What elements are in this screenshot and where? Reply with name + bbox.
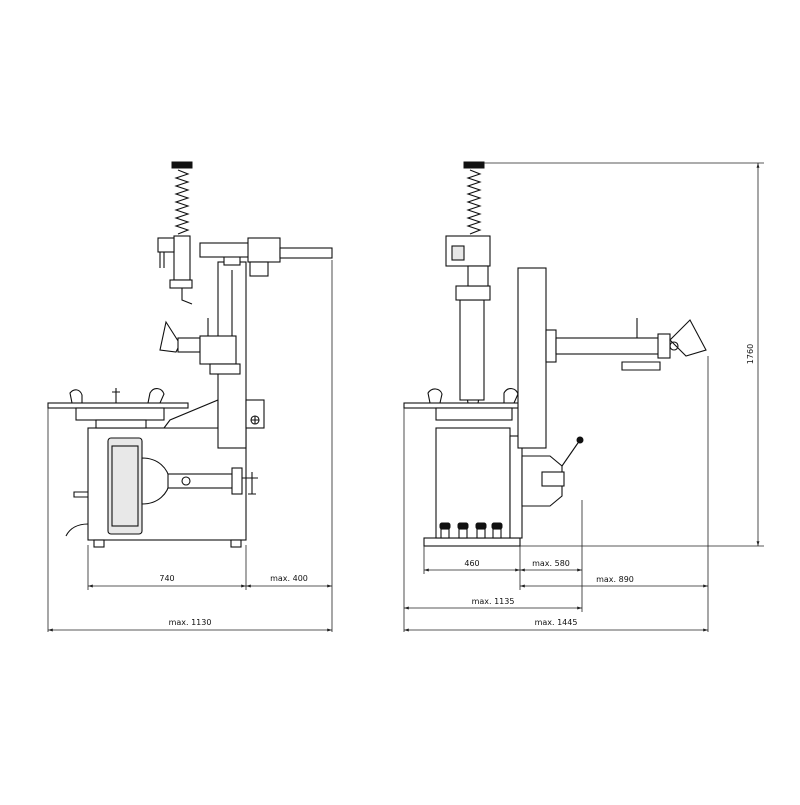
clamp-arm <box>167 473 235 489</box>
clamp-front-bar <box>541 471 565 487</box>
base-plate <box>423 537 521 547</box>
dim-740-label: 740 <box>159 574 174 583</box>
long-arm-head <box>657 333 671 359</box>
clamp-front-lever-knob <box>576 436 584 444</box>
head-extension <box>279 247 333 259</box>
bead-breaker-pad <box>669 319 707 357</box>
dim-max1135-label: max. 1135 <box>472 597 515 606</box>
jaw-left <box>69 389 83 404</box>
shaft-body <box>173 235 191 281</box>
clamp-arm-bolt <box>181 476 191 486</box>
dim-1760-label: 1760 <box>746 344 755 364</box>
left-view-machine <box>47 161 333 548</box>
dim-max580-label: max. 580 <box>532 559 570 568</box>
dim-max1445-label: max. 1445 <box>535 618 578 627</box>
shaft-front-spring <box>466 169 482 235</box>
turntable-hub <box>95 419 147 429</box>
jaw-front-right <box>503 388 519 404</box>
turntable-base <box>75 407 165 421</box>
dim-max1130-label: max. 1130 <box>169 618 212 627</box>
clamp-handle <box>242 472 258 495</box>
head-block <box>247 237 281 263</box>
left-view-dimensions: 740 max. 400 max. 1130 <box>47 260 333 632</box>
shaft-lever <box>159 252 165 268</box>
pedals <box>439 522 503 539</box>
right-view-dimensions: 460 max. 580 max. 890 max. 1135 max. 144… <box>403 162 764 632</box>
helper-pad <box>159 320 181 353</box>
shaft-front-knob <box>463 161 485 169</box>
shaft-spring <box>174 169 190 235</box>
right-view-machine <box>403 161 707 547</box>
cabinet-front <box>435 427 511 539</box>
shaft-lever-block <box>157 237 175 253</box>
pedal-upper <box>73 491 88 498</box>
jaw-center <box>112 388 120 403</box>
shaft-foot <box>169 279 193 289</box>
jaw-front-left <box>427 388 443 404</box>
head-front-lower <box>467 265 489 287</box>
dim-max890-label: max. 890 <box>596 575 634 584</box>
tyre-front <box>517 267 547 449</box>
mount-tool <box>181 288 193 305</box>
tyre-inner <box>111 445 139 527</box>
wheel-hub <box>545 329 557 363</box>
column-front <box>459 299 485 401</box>
shaft-knob <box>171 161 193 169</box>
arm-handle <box>621 361 661 371</box>
helper-body <box>199 335 237 365</box>
turntable-front-base <box>435 407 513 421</box>
head-lock <box>249 261 269 277</box>
dim-460-label: 460 <box>464 559 479 568</box>
clamp-front-lever <box>561 439 581 467</box>
clamp-bracket <box>231 467 243 495</box>
helper-arm <box>177 337 201 353</box>
foot-left <box>93 539 105 548</box>
arm-knob <box>669 341 679 351</box>
dim-max400-label: max. 400 <box>270 574 308 583</box>
helper-collar <box>209 363 241 375</box>
head-front-detail <box>451 245 465 261</box>
foot-right <box>230 539 242 548</box>
pedal-lower <box>65 523 89 537</box>
turntable <box>47 402 189 409</box>
long-arm <box>555 337 667 355</box>
column-tilt-block <box>245 399 265 429</box>
jaw-right <box>147 388 165 404</box>
tilt-pivot-cross <box>251 416 259 424</box>
tyre-profile <box>107 437 143 535</box>
cabinet-side <box>509 435 523 539</box>
column-front-collar <box>455 285 491 301</box>
